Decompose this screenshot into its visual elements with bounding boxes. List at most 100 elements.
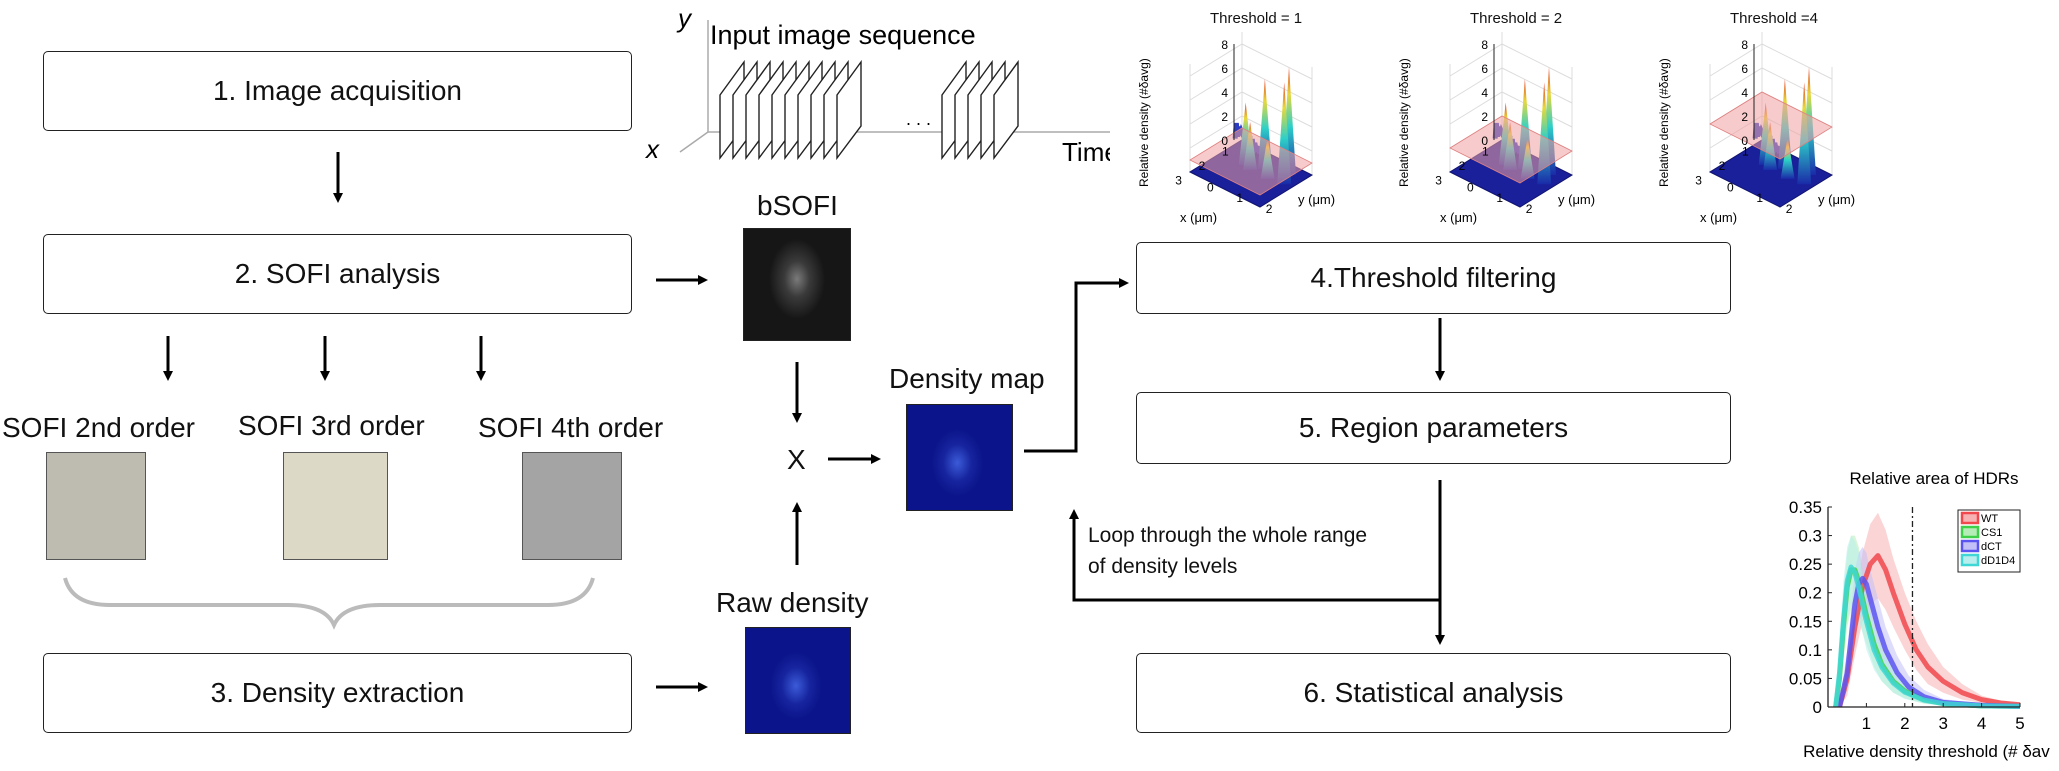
series-band-WT: [1839, 512, 2020, 707]
surface-z-tick: 8: [1741, 38, 1748, 52]
raw-density-label: Raw density: [716, 587, 869, 618]
step-5-box: 5. Region parameters: [1136, 392, 1731, 464]
legend-swatch-dCT: [1960, 539, 1980, 553]
surface-z-tick: 0: [1481, 134, 1488, 148]
multiply-sign: X: [787, 444, 806, 475]
legend-swatch-WT: [1960, 511, 1980, 525]
density-map-image: [906, 404, 1013, 511]
surface-x-label: x (μm): [1180, 210, 1217, 225]
bsofi-image: [743, 228, 851, 341]
surface-y-tick: 1: [1756, 191, 1763, 205]
surface-x-tick: 1: [1222, 145, 1229, 159]
threshold-plane: [1709, 91, 1833, 160]
x-tick-label: 4: [1977, 714, 1986, 733]
sofi-4th-label: SOFI 4th order: [478, 412, 664, 443]
surface-z-label: Relative density (#δavg): [1657, 58, 1671, 187]
bsofi-label: bSOFI: [757, 190, 838, 221]
surface-y-tick: 0: [1727, 181, 1734, 195]
sofi-3rd-swatch: [283, 452, 388, 560]
surface-z-tick: 8: [1481, 38, 1488, 52]
surface-x-label: x (μm): [1440, 210, 1477, 225]
density-map-label: Density map: [889, 363, 1045, 394]
step-3-box: 3. Density extraction: [43, 653, 632, 733]
image-sequence-illustration: y x Input image sequence . . . Time: [644, 3, 1110, 167]
y-tick-label: 0: [1813, 698, 1822, 717]
surface-peak: [1780, 136, 1795, 179]
surface-x-tick: 3: [1695, 173, 1702, 187]
x-tick-label: 1: [1862, 714, 1871, 733]
y-tick-label: 0.25: [1789, 555, 1822, 574]
brace: [63, 577, 595, 630]
loop-text-line2: of density levels: [1088, 555, 1238, 578]
surface-z-tick: 0: [1741, 134, 1748, 148]
surface-y2-label: y (μm): [1558, 192, 1595, 207]
sequence-frame: [836, 59, 862, 161]
surface-z-tick: 4: [1481, 86, 1488, 100]
y-tick-label: 0.35: [1789, 498, 1822, 517]
surface-z-tick: 2: [1741, 110, 1748, 124]
legend-label-CS1: CS1: [1981, 527, 2002, 539]
legend-label-dD1D4: dD1D4: [1981, 555, 2015, 567]
sofi-2nd-label: SOFI 2nd order: [2, 412, 195, 443]
chart-xlabel: Relative density threshold (# δavg): [1803, 742, 2050, 761]
surface-z-label: Relative density (#δavg): [1137, 58, 1151, 187]
y-tick-label: 0.1: [1798, 641, 1822, 660]
series-line-dD1D4: [1833, 564, 2021, 709]
sequence-frame: [993, 59, 1019, 161]
legend-swatch-CS1: [1960, 525, 1980, 539]
hdr-area-chart: Relative area of HDRs00.050.10.150.20.25…: [1789, 469, 2050, 761]
surface-z-tick: 6: [1221, 62, 1228, 76]
surface-y2-label: y (μm): [1298, 192, 1335, 207]
legend-label-dCT: dCT: [1981, 541, 2002, 553]
step-5-label: 5. Region parameters: [1298, 412, 1569, 443]
surface-y2-label: y (μm): [1818, 192, 1855, 207]
surface-y-tick: 2: [1786, 202, 1793, 216]
surface-x-tick: 1: [1482, 145, 1489, 159]
surface-x-tick: 2: [1459, 159, 1466, 173]
sequence-ellipsis: . . .: [906, 109, 931, 129]
surface-y-tick: 2: [1526, 202, 1533, 216]
y-tick-label: 0.3: [1798, 527, 1822, 546]
surface-z-tick: 4: [1221, 86, 1228, 100]
surface-x-tick: 3: [1435, 173, 1442, 187]
step-1-box: 1. Image acquisition: [43, 51, 632, 131]
loop-arrow: [1069, 509, 1440, 602]
chart-title: Relative area of HDRs: [1849, 469, 2018, 488]
sequence-axis-x: x: [644, 134, 660, 164]
sofi-3rd-label: SOFI 3rd order: [238, 410, 425, 441]
loop-text-line1: Loop through the whole range: [1088, 524, 1368, 547]
sequence-axis-time: Time: [1062, 137, 1110, 167]
surface-x-tick: 2: [1199, 159, 1206, 173]
surface-x-tick: 2: [1719, 159, 1726, 173]
surface-z-tick: 8: [1221, 38, 1228, 52]
series-line-WT: [1837, 553, 2021, 708]
surface-y-tick: 1: [1496, 191, 1503, 205]
step-4-label: 4.Threshold filtering: [1310, 262, 1557, 293]
x-tick-label: 2: [1900, 714, 1909, 733]
surface-x-label: x (μm): [1700, 210, 1737, 225]
step-2-label: 2. SOFI analysis: [234, 258, 441, 289]
surface-z-tick: 2: [1221, 110, 1228, 124]
surface-z-label: Relative density (#δavg): [1397, 58, 1411, 187]
legend-label-WT: WT: [1981, 513, 1998, 525]
surface-z-tick: 2: [1481, 110, 1488, 124]
surface-z-tick: 4: [1741, 86, 1748, 100]
y-tick-label: 0.15: [1789, 612, 1822, 631]
legend-swatch-dD1D4: [1960, 553, 1980, 567]
step-6-box: 6. Statistical analysis: [1136, 653, 1731, 733]
surface-y-tick: 0: [1207, 181, 1214, 195]
sofi-2nd-swatch: [46, 452, 146, 560]
step-6-label: 6. Statistical analysis: [1303, 677, 1564, 708]
y-tick-label: 0.05: [1789, 669, 1822, 688]
step-4-box: 4.Threshold filtering: [1136, 242, 1731, 314]
threshold-plane: [1449, 115, 1573, 184]
series-line-CS1: [1833, 567, 2021, 709]
surface-title: Threshold =4: [1730, 10, 1818, 27]
threshold-plane: [1189, 127, 1313, 196]
sequence-axis-y: y: [676, 3, 693, 33]
surface-z-tick: 6: [1741, 62, 1748, 76]
